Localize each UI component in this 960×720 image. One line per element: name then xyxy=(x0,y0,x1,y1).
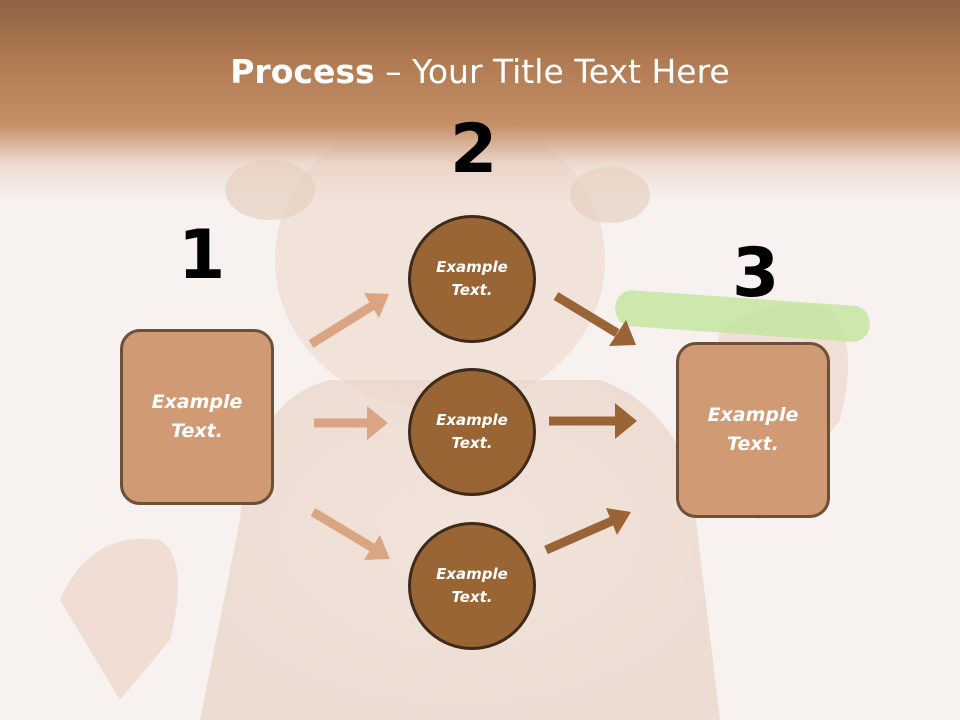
circle-top-text: Example Text. xyxy=(436,258,508,299)
arrow-box1-to-circle-bottom xyxy=(310,508,390,560)
step-number-3: 3 xyxy=(732,234,780,313)
step-1-box-text: Example Text. xyxy=(151,391,243,442)
title-bold: Process xyxy=(230,52,375,91)
step-3-box: Example Text. xyxy=(676,342,830,518)
arrow-circle-bottom-to-box3 xyxy=(544,508,631,555)
step-number-2: 2 xyxy=(450,110,498,189)
step-1-box: Example Text. xyxy=(120,329,274,505)
step-2-circle-middle: Example Text. xyxy=(408,368,536,496)
step-2-circle-bottom: Example Text. xyxy=(408,522,536,650)
arrow-circle-middle-to-box3 xyxy=(549,403,637,439)
circle-middle-text: Example Text. xyxy=(436,411,508,452)
title-rest: – Your Title Text Here xyxy=(374,52,730,91)
arrow-circle-top-to-box3 xyxy=(553,292,636,346)
step-3-box-text: Example Text. xyxy=(707,404,799,455)
step-number-1: 1 xyxy=(178,216,226,295)
slide-title: Process – Your Title Text Here xyxy=(0,52,960,91)
arrow-box1-to-circle-middle xyxy=(314,406,388,440)
arrow-box1-to-circle-top xyxy=(308,293,389,348)
circle-bottom-text: Example Text. xyxy=(436,565,508,606)
step-2-circle-top: Example Text. xyxy=(408,215,536,343)
header-band xyxy=(0,0,960,200)
